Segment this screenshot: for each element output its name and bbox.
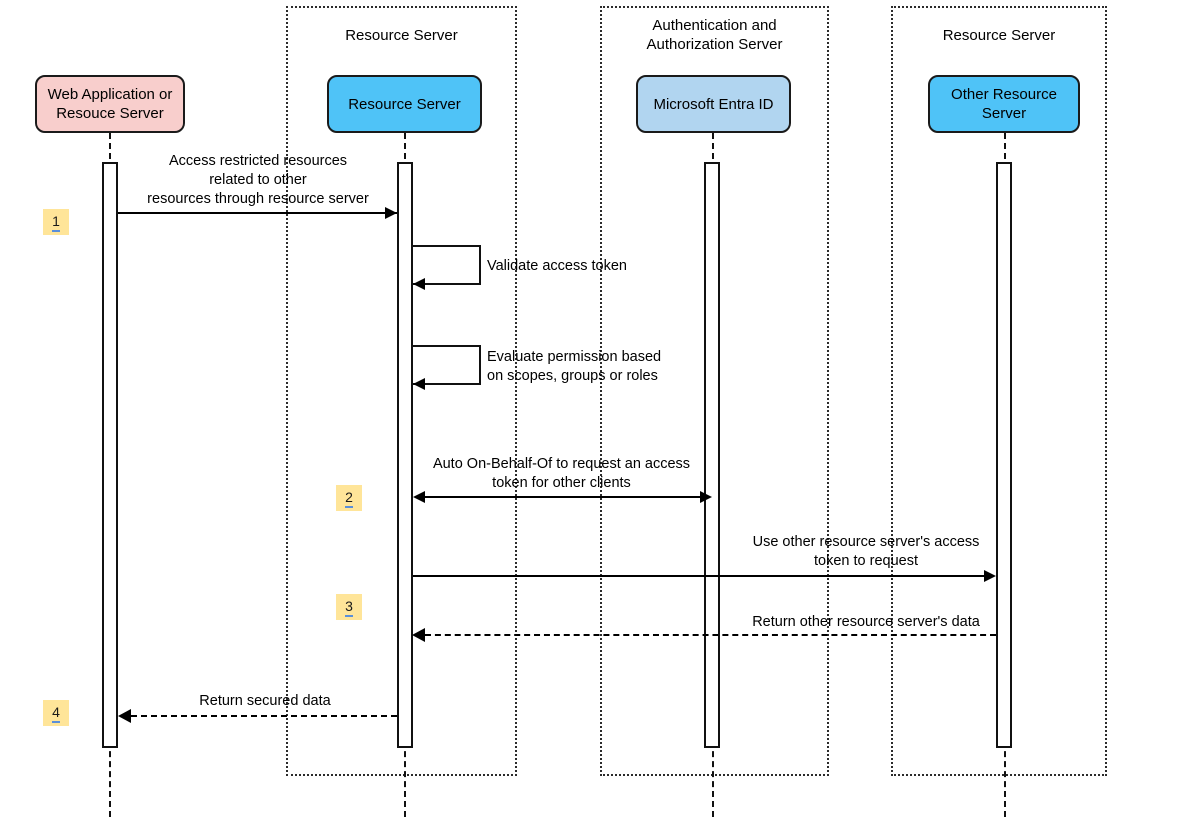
badge-step-2-number: 2 bbox=[345, 489, 353, 508]
activation-bar-web-app bbox=[102, 162, 118, 748]
message-arrowhead-3b bbox=[412, 628, 425, 642]
message-label-4: Return secured data bbox=[199, 693, 331, 709]
actor-entra-id-label: Microsoft Entra ID bbox=[653, 95, 774, 113]
group-title-other-resource-server: Resource Server bbox=[942, 27, 1056, 44]
activation-bar-other-resource-server bbox=[996, 162, 1012, 748]
message-arrowhead-4 bbox=[118, 709, 131, 723]
group-box-other-resource-server bbox=[891, 6, 1107, 776]
group-title-resource-server: Resource Server bbox=[345, 27, 458, 44]
message-label-evaluate-permission: Evaluate permission based on scopes, gro… bbox=[487, 349, 662, 384]
message-label-2: Auto On-Behalf-Of to request an access t… bbox=[432, 456, 691, 491]
message-line-4 bbox=[131, 715, 397, 717]
activation-bar-entra-id bbox=[704, 162, 720, 748]
actor-web-app[interactable]: Web Application or Resouce Server bbox=[35, 75, 185, 133]
selfcall-arrowhead-validate-access-token bbox=[413, 278, 425, 290]
badge-step-4-number: 4 bbox=[52, 704, 60, 723]
badge-step-4: 4 bbox=[43, 700, 69, 726]
actor-entra-id[interactable]: Microsoft Entra ID bbox=[636, 75, 791, 133]
message-arrowhead-3a bbox=[984, 570, 996, 582]
message-arrowhead-1 bbox=[385, 207, 397, 219]
message-line-3a bbox=[413, 575, 985, 577]
badge-step-3: 3 bbox=[336, 594, 362, 620]
message-line-3b bbox=[425, 634, 996, 636]
actor-other-resource-server-label: Other Resource Server bbox=[951, 86, 1057, 122]
badge-step-1-number: 1 bbox=[52, 213, 60, 232]
actor-resource-server[interactable]: Resource Server bbox=[327, 75, 482, 133]
message-line-1 bbox=[118, 212, 397, 214]
badge-step-2: 2 bbox=[336, 485, 362, 511]
selfcall-box-evaluate-permission bbox=[411, 345, 481, 385]
message-label-validate-access-token: Validate access token bbox=[487, 258, 627, 274]
group-title-auth-server: Authentication and Authorization Server bbox=[646, 17, 783, 53]
badge-step-1: 1 bbox=[43, 209, 69, 235]
selfcall-box-validate-access-token bbox=[411, 245, 481, 285]
message-label-3a: Use other resource server's access token… bbox=[752, 534, 980, 569]
message-label-3b: Return other resource server's data bbox=[752, 614, 980, 630]
message-label-1: Access restricted resources related to o… bbox=[147, 153, 369, 207]
message-line-2 bbox=[425, 496, 705, 498]
message-arrowhead-2-right bbox=[700, 491, 712, 503]
group-box-auth-server bbox=[600, 6, 829, 776]
badge-step-3-number: 3 bbox=[345, 598, 353, 617]
group-box-resource-server bbox=[286, 6, 517, 776]
actor-resource-server-label: Resource Server bbox=[348, 95, 461, 113]
message-arrowhead-2-left bbox=[413, 491, 425, 503]
selfcall-arrowhead-evaluate-permission bbox=[413, 378, 425, 390]
actor-other-resource-server[interactable]: Other Resource Server bbox=[928, 75, 1080, 133]
activation-bar-resource-server bbox=[397, 162, 413, 748]
actor-web-app-label: Web Application or Resouce Server bbox=[47, 86, 173, 122]
